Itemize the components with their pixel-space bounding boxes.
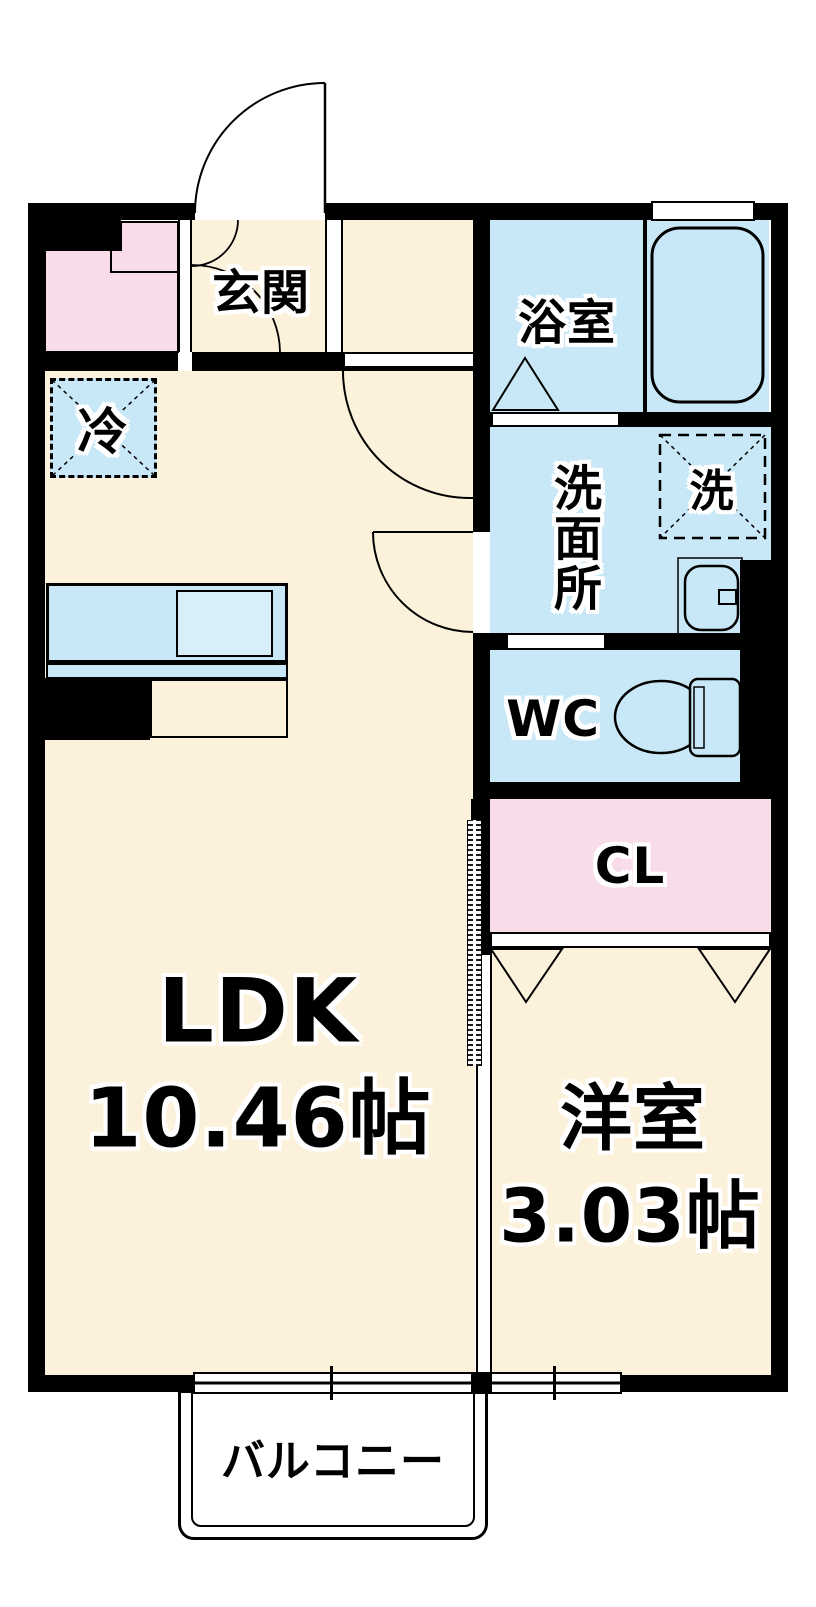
kitchen-sink bbox=[176, 590, 273, 657]
bathtub-icon bbox=[650, 226, 765, 404]
balcony-window bbox=[193, 1372, 473, 1394]
bathtub-alcove bbox=[647, 220, 769, 412]
sink-counter bbox=[677, 557, 743, 636]
wc-doorway bbox=[506, 633, 606, 650]
genkan-wall-gap bbox=[178, 352, 192, 371]
washroom-doorway bbox=[473, 532, 490, 633]
wall-washroom-west bbox=[473, 427, 490, 532]
label-bath: 浴室 bbox=[517, 295, 617, 351]
label-washer: 洗 bbox=[689, 466, 735, 517]
wall-corner-chunk bbox=[45, 220, 121, 250]
entrance-door-arc bbox=[194, 82, 326, 214]
kitchen-counter-edge bbox=[46, 663, 288, 679]
label-washroom: 洗面所 bbox=[545, 463, 601, 613]
washroom-door-arc bbox=[372, 531, 474, 633]
closet-door-triangle-right bbox=[697, 948, 772, 1004]
washer-box-cross2 bbox=[659, 434, 766, 539]
wall-left bbox=[28, 203, 45, 1392]
hall-door-arc bbox=[342, 370, 474, 500]
bath-door-triangle bbox=[491, 356, 560, 411]
entrance-opening bbox=[195, 203, 325, 220]
washer-box bbox=[658, 433, 767, 540]
label-fridge: 冷 bbox=[77, 403, 129, 461]
label-western: 洋室 bbox=[559, 1076, 707, 1161]
room-hall bbox=[343, 220, 473, 352]
sink-icon bbox=[683, 564, 740, 632]
wall-washroom-west-lower bbox=[473, 633, 490, 782]
wall-wc-south bbox=[473, 782, 771, 799]
label-closet: CL bbox=[594, 837, 666, 895]
hall-ldk-doorway bbox=[343, 352, 475, 368]
fridge-space bbox=[50, 378, 157, 478]
wall-wc-east-duct bbox=[740, 560, 788, 782]
label-balcony: バルコニー bbox=[220, 1436, 446, 1487]
label-western-area: 3.03帖 bbox=[499, 1173, 761, 1260]
toilet-tank bbox=[688, 677, 742, 758]
shoe-cabinet-step bbox=[110, 250, 178, 273]
room-bath bbox=[490, 220, 643, 412]
toilet-tank-panel bbox=[693, 686, 705, 749]
sink-tap bbox=[718, 589, 737, 605]
label-wc: WC bbox=[506, 690, 600, 748]
bath-doorway bbox=[491, 412, 620, 427]
western-window bbox=[490, 1372, 622, 1394]
label-genkan: 玄関 bbox=[211, 265, 311, 321]
wall-tub-divider bbox=[643, 220, 647, 412]
wall-kitchen-block bbox=[28, 678, 150, 740]
wall-right bbox=[771, 203, 788, 1392]
room-closet bbox=[490, 799, 771, 932]
label-ldk-area: 10.46帖 bbox=[84, 1071, 432, 1167]
closet-door bbox=[490, 932, 771, 948]
wall-bottom-block bbox=[473, 1372, 490, 1394]
wall-bath-west bbox=[473, 220, 490, 412]
genkan-step-east bbox=[325, 220, 343, 352]
balcony-window-tick bbox=[330, 1366, 333, 1400]
room-western bbox=[490, 948, 771, 1376]
label-ldk: LDK bbox=[157, 959, 359, 1063]
partition-line bbox=[476, 1066, 478, 1376]
closet-door-triangle-left bbox=[489, 948, 564, 1004]
bath-window bbox=[651, 201, 755, 221]
room-ldk bbox=[45, 371, 475, 1376]
genkan-door-arc bbox=[191, 264, 281, 353]
kitchen-cabinet bbox=[150, 679, 288, 738]
shoe-cabinet bbox=[44, 221, 179, 353]
room-genkan bbox=[192, 220, 325, 352]
partition-sliding-screen bbox=[467, 820, 482, 1066]
western-window-tick bbox=[553, 1366, 556, 1400]
